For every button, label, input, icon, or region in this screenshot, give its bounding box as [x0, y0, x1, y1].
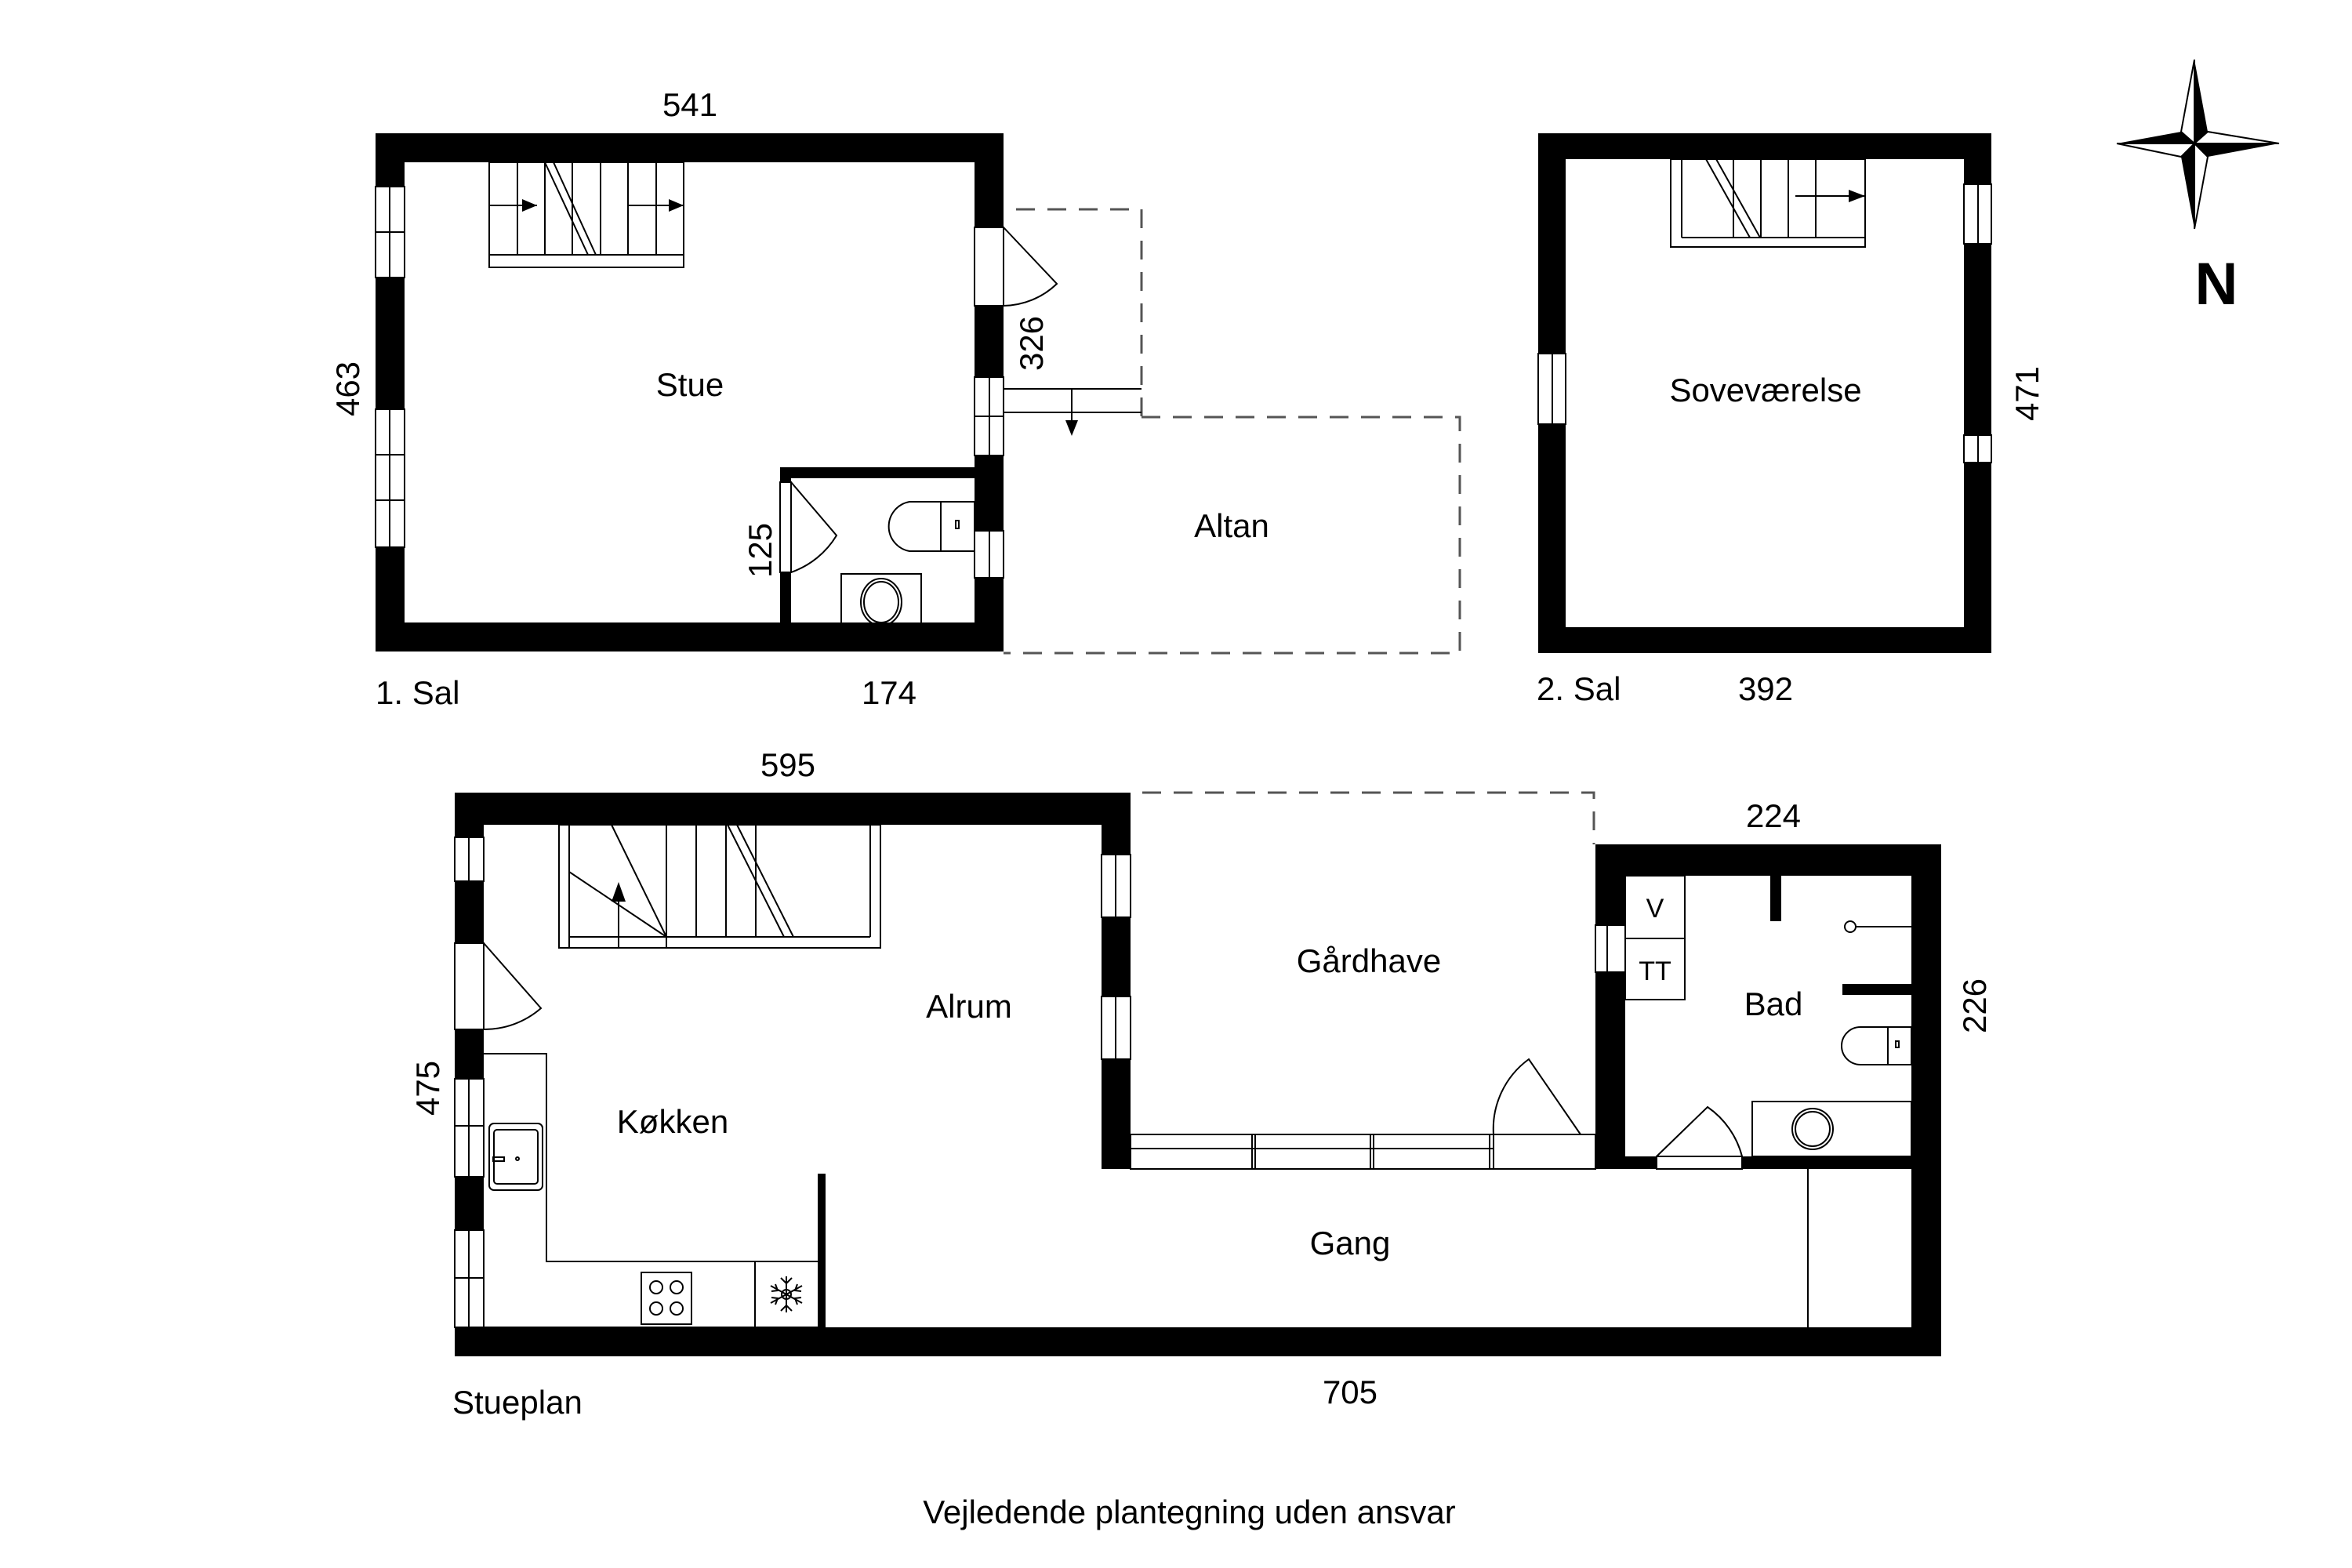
snowflake-freezer-icon	[770, 1276, 803, 1312]
window	[974, 376, 1004, 456]
balcony-door	[974, 227, 1058, 307]
wall	[1538, 627, 1991, 653]
dimension-door-depth: 326	[1013, 316, 1050, 371]
laundry-cabinets: V TT	[1624, 875, 1686, 1000]
north-label: N	[2195, 251, 2238, 318]
window	[974, 530, 1004, 579]
wall	[1911, 844, 1941, 1356]
shower-head-icon	[1844, 920, 1911, 933]
room-label-sovevaerelse: Soveværelse	[1669, 372, 1861, 408]
washer-label: V	[1646, 894, 1664, 924]
room-label-gardhave: Gårdhave	[1297, 942, 1441, 979]
dimension-width: 541	[662, 86, 717, 123]
courtyard-outline	[1142, 791, 1595, 844]
entry-door	[454, 942, 543, 1031]
compass-rose-icon: N	[2116, 59, 2280, 318]
courtyard-door	[1492, 1058, 1581, 1135]
window	[454, 1078, 485, 1178]
room-label-bad: Bad	[1744, 985, 1803, 1022]
dryer-label: TT	[1639, 956, 1671, 986]
window	[1537, 353, 1566, 425]
window	[1101, 854, 1131, 918]
wc-door	[779, 481, 838, 573]
window	[454, 1229, 485, 1328]
toilet-icon	[887, 501, 975, 552]
kitchen-counter	[484, 1053, 818, 1328]
wall	[1625, 1156, 1657, 1169]
room-label-alrum: Alrum	[926, 988, 1012, 1025]
room-label-kokken: Køkken	[617, 1103, 728, 1140]
dimension-height: 475	[409, 1061, 446, 1116]
window	[1595, 924, 1626, 973]
wall	[1770, 876, 1781, 921]
dimension-bottom: 392	[1738, 670, 1793, 707]
balcony-outline	[1004, 208, 1461, 655]
wall	[1595, 844, 1625, 1169]
room-label-altan: Altan	[1194, 507, 1269, 544]
wall	[1538, 133, 1991, 159]
window	[375, 408, 405, 548]
floor-label-stueplan: Stueplan	[452, 1384, 583, 1421]
wall	[376, 133, 1004, 162]
toilet-icon	[1841, 1026, 1912, 1065]
wall	[1595, 844, 1941, 876]
shower-basin-icon	[840, 573, 922, 637]
wall	[1102, 793, 1131, 1169]
dimension-bad-width: 224	[1746, 797, 1801, 834]
wall	[780, 467, 975, 478]
window	[1963, 434, 1992, 463]
courtyard-glass-wall	[1130, 1134, 1596, 1170]
dimension-bottom: 705	[1323, 1374, 1377, 1410]
dimension-width: 595	[760, 746, 815, 783]
floor-1-sal: Stue Altan 541 463 326 125 174 1. Sal	[329, 86, 1461, 711]
wall	[1842, 984, 1911, 995]
floor-2-sal: Soveværelse 471 392 2. Sal	[1537, 133, 2045, 707]
dimension-height: 463	[329, 361, 366, 416]
wall	[818, 1174, 826, 1327]
window	[375, 186, 405, 278]
washbasin-icon	[1751, 1101, 1912, 1157]
window	[454, 837, 485, 882]
room-label-gang: Gang	[1310, 1225, 1391, 1261]
wall	[455, 793, 1131, 825]
dimension-bottom: 174	[862, 674, 916, 711]
window	[1963, 183, 1992, 245]
dimension-height: 471	[2009, 366, 2045, 421]
window	[1101, 996, 1131, 1060]
staircase	[1670, 158, 1866, 248]
staircase	[558, 824, 881, 949]
floor-label-1-sal: 1. Sal	[376, 674, 459, 711]
wall	[1742, 1156, 1911, 1169]
dimension-bad-height: 226	[1956, 978, 1993, 1033]
floor-label-2-sal: 2. Sal	[1537, 670, 1621, 707]
sink-icon	[488, 1123, 543, 1191]
disclaimer-footer: Vejledende plantegning uden ansvar	[923, 1494, 1456, 1530]
floor-stueplan: V TT Alrum Køkken Gårdhave Bad	[409, 746, 1993, 1421]
dimension-wc: 125	[742, 523, 779, 578]
stove-icon	[641, 1272, 692, 1325]
room-label-stue: Stue	[656, 366, 724, 403]
staircase	[488, 162, 684, 268]
bathroom-door	[1656, 1105, 1743, 1170]
wall	[455, 1327, 1941, 1356]
